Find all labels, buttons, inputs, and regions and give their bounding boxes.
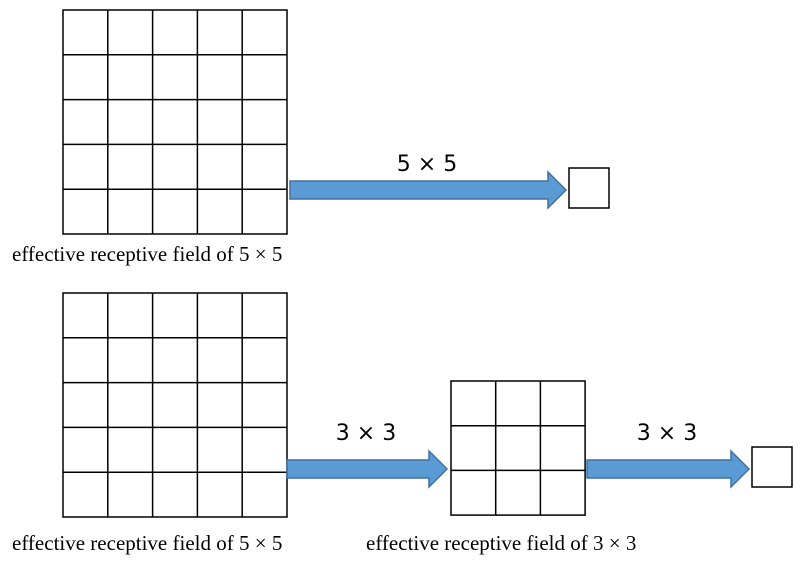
bottom-left-caption: effective receptive field of 5 × 5 [12,531,282,555]
bottom-output-grid [751,446,793,488]
top-input-grid [62,9,288,235]
top-output-grid [568,167,610,209]
bottom-second-conv-label: 3 × 3 [637,421,697,446]
bottom-second-arrow [586,449,751,489]
grid-border [568,167,610,209]
bottom-input-grid [62,292,288,518]
grid-border [62,292,288,518]
top-caption: effective receptive field of 5 × 5 [12,242,282,266]
bottom-middle-grid [450,380,586,516]
top-arrow [289,170,568,210]
grid-border [62,9,288,235]
bottom-first-arrow [286,449,449,489]
grid-border [751,446,793,488]
bottom-right-caption: effective receptive field of 3 × 3 [366,531,636,555]
grid-border [450,380,586,516]
bottom-first-conv-label: 3 × 3 [336,421,396,446]
top-conv-label: 5 × 5 [397,152,457,177]
